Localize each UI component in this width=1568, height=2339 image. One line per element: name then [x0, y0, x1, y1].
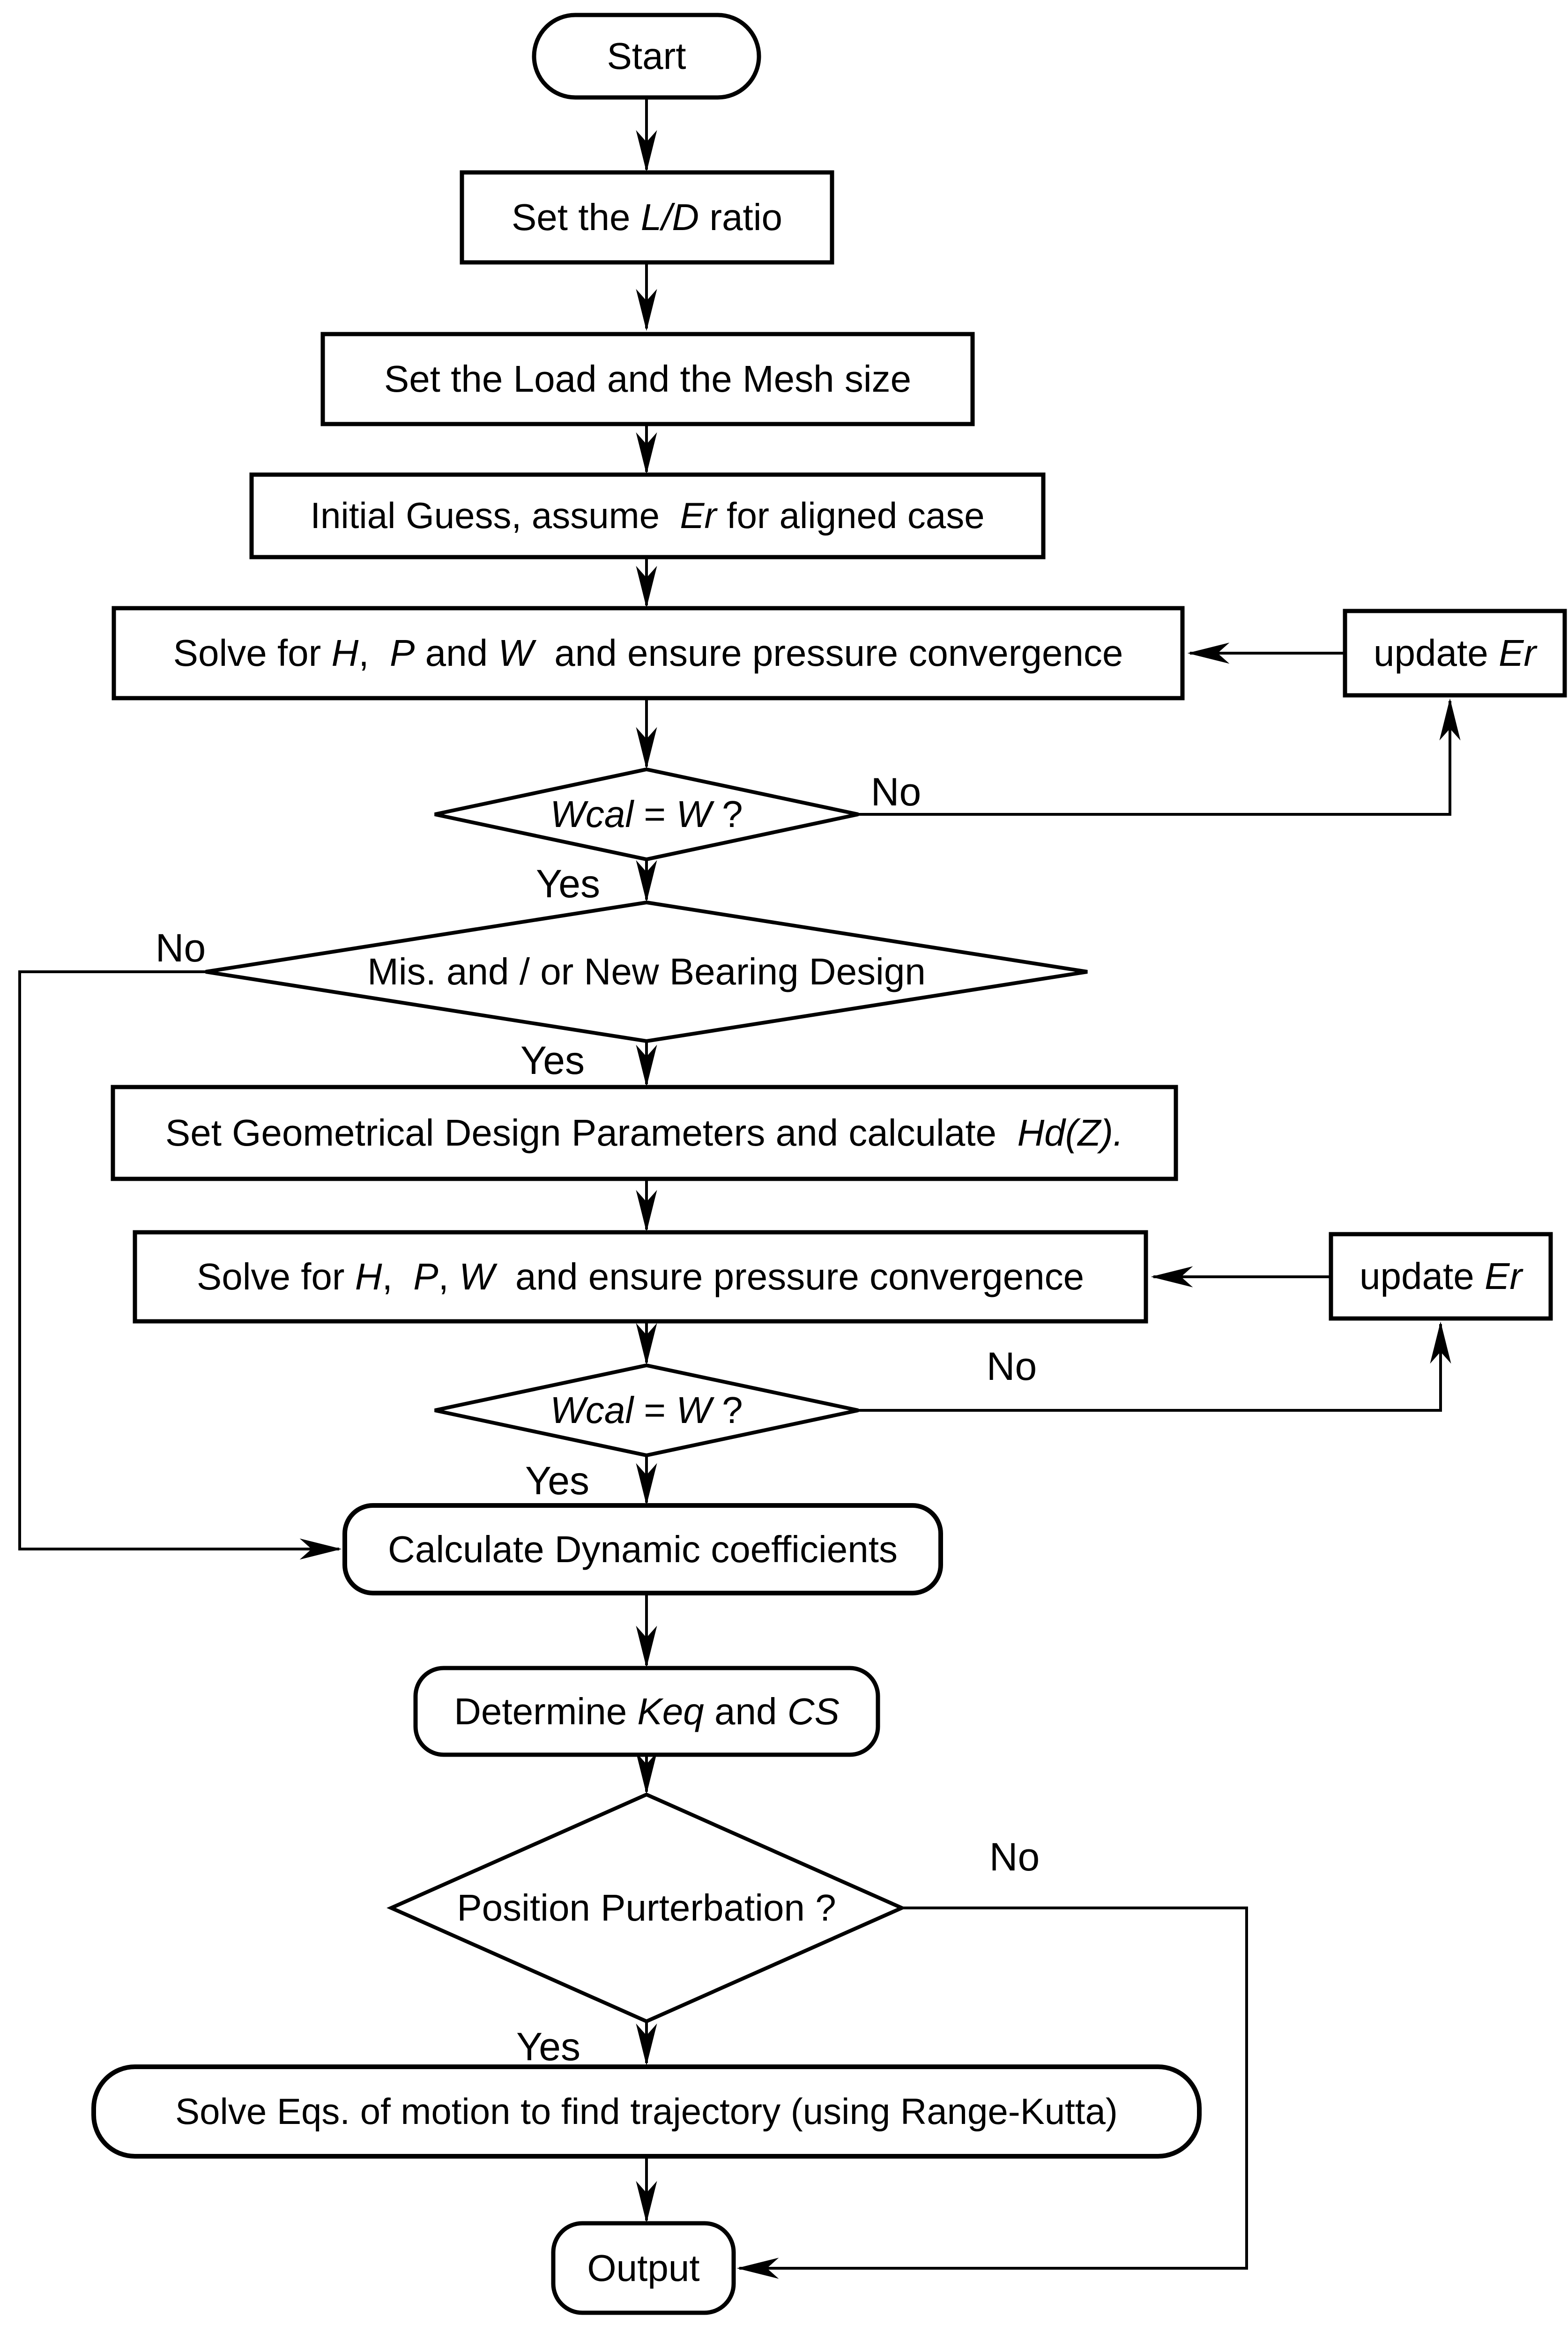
process-update-er1-shape [1343, 609, 1567, 698]
edge-wcal1-no-to-update-er1 [858, 698, 1461, 816]
decision-wcal1-shape [434, 767, 859, 862]
process-set-load-shape [320, 332, 975, 426]
process-set-ld-shape [460, 170, 834, 265]
flow-edges [18, 97, 1461, 2279]
process-set-geom-shape [111, 1085, 1178, 1181]
process-update-er2-shape [1329, 1232, 1553, 1321]
decision-wcal2-shape [434, 1363, 859, 1458]
process-solve-traj-shape [91, 2064, 1202, 2159]
start-terminator-shape [532, 13, 761, 100]
process-solve2-shape [133, 1230, 1148, 1324]
node-shapes [91, 13, 1567, 2315]
edge-wcal2-no-to-update-er2 [858, 1321, 1451, 1412]
decision-mis-design-shape [205, 900, 1088, 1043]
process-determine-keq-shape [413, 1666, 880, 1757]
process-initial-guess-shape [249, 472, 1046, 559]
output-terminator-shape [551, 2221, 736, 2315]
decision-position-pert-shape [386, 1792, 907, 2024]
process-calc-dyn-shape [342, 1503, 943, 1595]
edge-mis-no-to-calc-dyn [18, 970, 342, 1560]
process-solve1-shape [111, 606, 1185, 700]
edge-pert-no-to-output [736, 1907, 1248, 2279]
